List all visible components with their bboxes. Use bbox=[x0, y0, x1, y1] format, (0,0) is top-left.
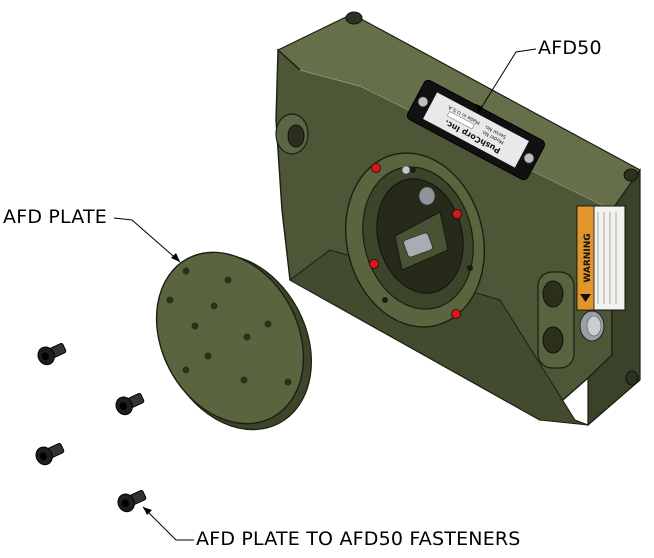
leader-afd50 bbox=[477, 48, 537, 114]
right-mounting-bosses bbox=[537, 271, 575, 369]
red-alignment-pin-icon bbox=[369, 259, 379, 269]
afd50-lower-flange bbox=[289, 249, 589, 426]
side-port bbox=[579, 310, 605, 342]
socket-head-cap-screw-icon bbox=[35, 443, 65, 466]
fasteners bbox=[35, 343, 147, 513]
callout-afd-plate: AFD PLATE bbox=[3, 206, 108, 228]
warning-label: WARNING bbox=[576, 205, 626, 311]
red-alignment-pin-icon bbox=[452, 209, 462, 219]
callout-fasteners: AFD PLATE TO AFD50 FASTENERS bbox=[196, 528, 521, 550]
ring-pins bbox=[369, 163, 473, 319]
red-alignment-pin-icon bbox=[371, 163, 381, 173]
callout-afd50: AFD50 bbox=[538, 37, 602, 59]
nameplate: PushCorp Inc. Model No. Serial No. Made … bbox=[406, 79, 546, 181]
leader-fasteners bbox=[142, 506, 194, 541]
afd-plate-holes bbox=[166, 267, 292, 386]
warning-label-title: WARNING bbox=[583, 233, 593, 282]
leader-afd-plate bbox=[113, 217, 181, 263]
afd-plate bbox=[155, 251, 313, 431]
left-mounting-boss bbox=[275, 113, 309, 155]
socket-head-cap-screw-icon bbox=[37, 343, 67, 366]
leader-lines bbox=[113, 48, 537, 541]
socket-head-cap-screw-icon bbox=[117, 490, 147, 513]
socket-head-cap-screw-icon bbox=[115, 393, 145, 416]
red-alignment-pin-icon bbox=[451, 309, 461, 319]
mounting-ring bbox=[344, 152, 486, 328]
